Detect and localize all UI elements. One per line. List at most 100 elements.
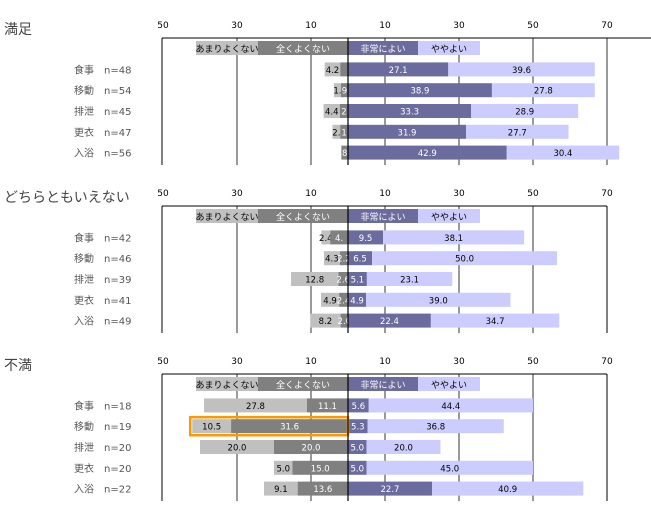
panel3-data-label: 11.1: [318, 402, 337, 412]
panel2-bar-yaya-yoi: [383, 230, 525, 245]
panel3-bar-amari-yokunai: [204, 398, 307, 413]
panel2-bar-yaya-yoi: [430, 313, 560, 328]
panel1-category-label: 入浴: [74, 148, 94, 160]
panel2-legend-label: 全くよくない: [276, 211, 330, 223]
panel2-tick-label: 50: [157, 189, 169, 199]
panel2-bar-amari-yokunai: [310, 313, 341, 328]
panel3-legend-swatch: [348, 377, 418, 391]
panel1-data-label: 39.6: [512, 66, 531, 76]
panel2-data-label: 2.4: [337, 296, 351, 306]
panel3-legend-label: あまりよくない: [195, 380, 258, 391]
panel2-data-label: 5.1: [351, 276, 365, 286]
panel3-category-label: 排泄: [74, 441, 94, 454]
panel1-bar-amari-yokunai: [324, 62, 341, 77]
panel1-data-label: 4.2: [326, 66, 340, 76]
panel2-data-label: 4.9: [350, 296, 364, 306]
panel3-bar-mattaku-yokunai: [306, 398, 348, 413]
panel1-category-label: 移動: [74, 84, 94, 97]
panel3-category-label: 入浴: [74, 484, 94, 496]
panel2-bar-hijou-ni-yoi: [348, 272, 367, 286]
panel1-category-n: n=47: [104, 128, 131, 139]
panel1-tick-label: 30: [453, 21, 465, 31]
panel3-category-n: n=22: [104, 485, 131, 496]
panel1-data-label: 1: [341, 128, 346, 138]
panel1-data-label: 1.: [333, 87, 341, 97]
panel1-bar-mattaku-yokunai: [340, 62, 348, 77]
panel2-category-n: n=46: [104, 254, 131, 265]
panel2-category-label: 更衣: [74, 294, 94, 307]
panel1-data-label: 38.9: [410, 87, 429, 97]
panel3-tick-label: 50: [527, 357, 539, 367]
panel2-category-label: 食事: [74, 231, 94, 244]
panel1-bar-amari-yokunai: [333, 83, 341, 98]
panel1-bar-hijou-ni-yoi: [348, 104, 472, 118]
panel2-bar-yaya-yoi: [372, 251, 558, 266]
panel3-bar-mattaku-yokunai: [297, 481, 348, 496]
panel2-category-n: n=41: [104, 296, 131, 307]
panel3-category-n: n=19: [104, 422, 131, 433]
panel2-bar-amari-yokunai: [323, 251, 340, 266]
panel1-category-label: 食事: [74, 63, 94, 76]
panel1-bar-mattaku-yokunai: [340, 83, 348, 98]
panel3-bar-amari-yokunai: [264, 481, 298, 496]
panel3-bar-yaya-yoi: [431, 481, 584, 496]
panel1-category-n: n=45: [104, 107, 131, 118]
panel3-bar-mattaku-yokunai: [292, 460, 348, 475]
panel3-bar-amari-yokunai: [200, 440, 274, 454]
panel1-bar-amari-yokunai: [332, 124, 341, 139]
panel2-data-label: 22.4: [380, 317, 399, 327]
panel2-bar-amari-yokunai: [321, 230, 331, 245]
panel1-bar-yaya-yoi: [466, 124, 569, 139]
panel3-legend-swatch: [258, 377, 348, 391]
panel2-data-label: 12.8: [305, 276, 324, 286]
panel3-category-label: 更衣: [74, 462, 94, 475]
panel2-title: どちらともいえない: [4, 190, 130, 206]
panel2-bar-amari-yokunai: [291, 272, 339, 286]
panel3-tick-label: 10: [305, 357, 317, 367]
panel2-tick-label: 30: [453, 189, 465, 199]
panel1-legend-swatch: [348, 41, 418, 55]
panel1-bar-mattaku-yokunai: [341, 145, 348, 160]
panel1-data-label: 4.4: [325, 108, 339, 118]
panel3-bar-amari-yokunai: [192, 419, 232, 434]
panel3-data-label: 45.0: [440, 464, 459, 474]
panel1-bar-yaya-yoi: [506, 145, 620, 160]
panel2-bar-yaya-yoi: [366, 272, 453, 286]
panel1-category-label: 更衣: [74, 126, 94, 139]
panel1-data-label: 9: [342, 87, 347, 97]
panel3-bar-yaya-yoi: [367, 419, 504, 434]
panel1-title: 満足: [4, 22, 32, 38]
panel1-legend-swatch: [418, 41, 480, 55]
panel1-data-label: 27.8: [534, 87, 553, 97]
panel3-bar-hijou-ni-yoi: [348, 419, 368, 434]
panel3-data-label: 20.0: [302, 444, 321, 454]
panel2-bar-mattaku-yokunai: [338, 272, 348, 286]
panel1-bar-amari-yokunai: [323, 104, 340, 118]
panel3-bar-hijou-ni-yoi: [348, 398, 369, 413]
panel2-bar-hijou-ni-yoi: [348, 292, 367, 307]
panel1-bar-yaya-yoi: [448, 62, 595, 77]
panel2-data-label: 39.0: [429, 296, 448, 306]
panel1-data-label: 31.9: [398, 128, 417, 138]
panel1-legend-swatch: [196, 41, 258, 55]
panel2-data-label: 9.5: [359, 234, 373, 244]
panel2-legend-swatch: [418, 209, 480, 223]
panel1-bar-yaya-yoi: [471, 104, 579, 118]
panel2-category-label: 入浴: [74, 316, 94, 328]
panel3-category-n: n=18: [104, 401, 131, 412]
panel3-legend-label: 非常によい: [360, 379, 405, 391]
panel1-data-label: 8: [342, 149, 347, 159]
panel1-tick-label: 10: [305, 21, 317, 31]
panel2-data-label: 38.1: [444, 234, 463, 244]
panel3-title: 不満: [4, 358, 32, 374]
panel2-tick-label: 70: [601, 189, 613, 199]
panel1-data-label: 27.1: [389, 66, 408, 76]
panel2-data-label: 2.2: [337, 255, 351, 265]
panel2-bar-mattaku-yokunai: [330, 230, 348, 245]
panel3-bar-hijou-ni-yoi: [348, 460, 367, 475]
panel2-bar-amari-yokunai: [320, 292, 340, 307]
panel3-data-label: 5.0: [350, 464, 364, 474]
panel1-data-label: 28.9: [515, 108, 534, 118]
